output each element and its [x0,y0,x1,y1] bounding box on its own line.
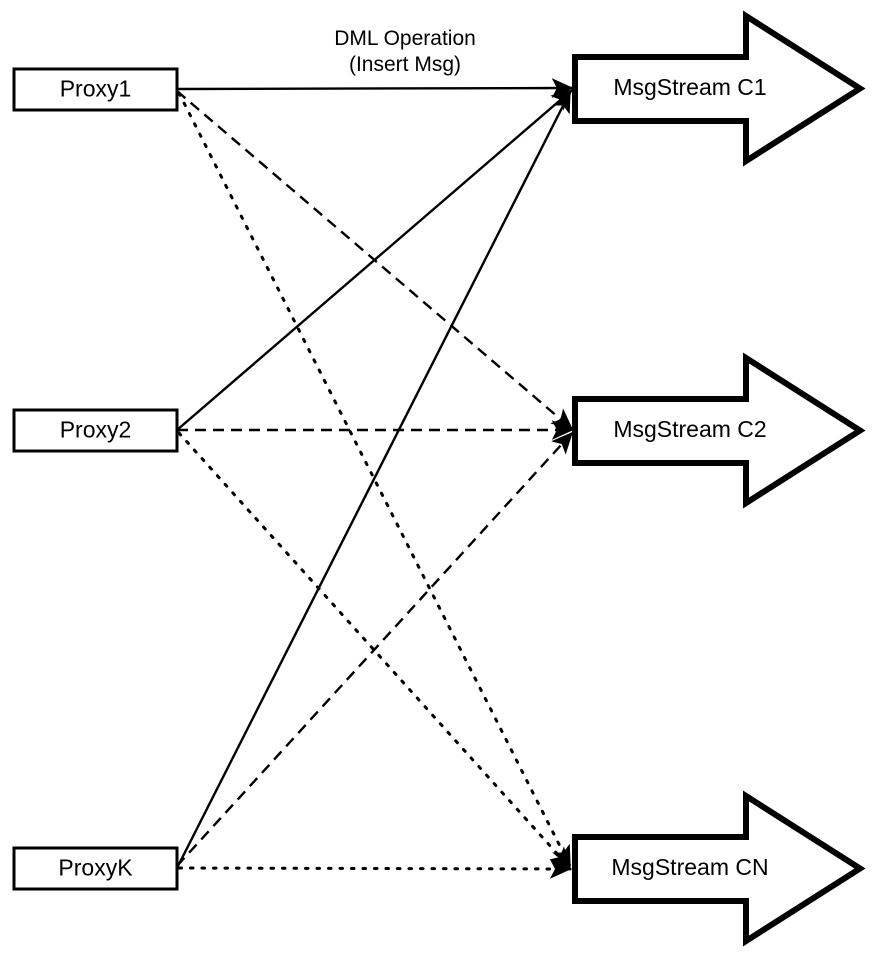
msgstream-c1-label: MsgStream C1 [613,74,766,100]
proxyk-box[interactable] [12,846,179,891]
connection-proxy1-to-stream-c1 [176,78,574,98]
msgstream-c2-label: MsgStream C2 [613,416,766,442]
proxy-node-proxyk[interactable]: ProxyK [12,846,179,891]
proxyk-label: ProxyK [58,855,133,881]
proxy2-box[interactable] [12,408,179,453]
stream-node-msgstream-c2[interactable]: MsgStream C2 [572,352,866,509]
proxy2-label: Proxy2 [60,417,132,443]
connection-proxyk-to-stream-cn [177,859,572,879]
proxy-node-proxy2[interactable]: Proxy2 [12,408,179,453]
msgstream-c1-arrow-shape[interactable] [572,10,866,167]
stream-node-msgstream-cn[interactable]: MsgStream CN [572,790,866,947]
connection-layer [175,78,574,879]
msgstream-c2-arrow-shape[interactable] [572,352,866,509]
connection-proxy1-to-stream-c2 [176,90,574,430]
edge-label-line2: (Insert Msg) [349,53,461,76]
proxy1-box[interactable] [12,67,179,112]
edge-label-dml-operation: DML Operation (Insert Msg) [334,27,476,76]
edge-label-line1: DML Operation [334,27,476,50]
connection-proxyk-to-stream-c1 [175,90,572,869]
proxy-node-proxy1[interactable]: Proxy1 [12,67,179,112]
connection-proxyk-to-stream-c2 [176,431,573,867]
proxy1-label: Proxy1 [60,76,132,102]
stream-node-msgstream-c1[interactable]: MsgStream C1 [572,10,866,167]
msgstream-cn-label: MsgStream CN [611,854,768,880]
msgstream-cn-arrow-shape[interactable] [572,790,866,947]
